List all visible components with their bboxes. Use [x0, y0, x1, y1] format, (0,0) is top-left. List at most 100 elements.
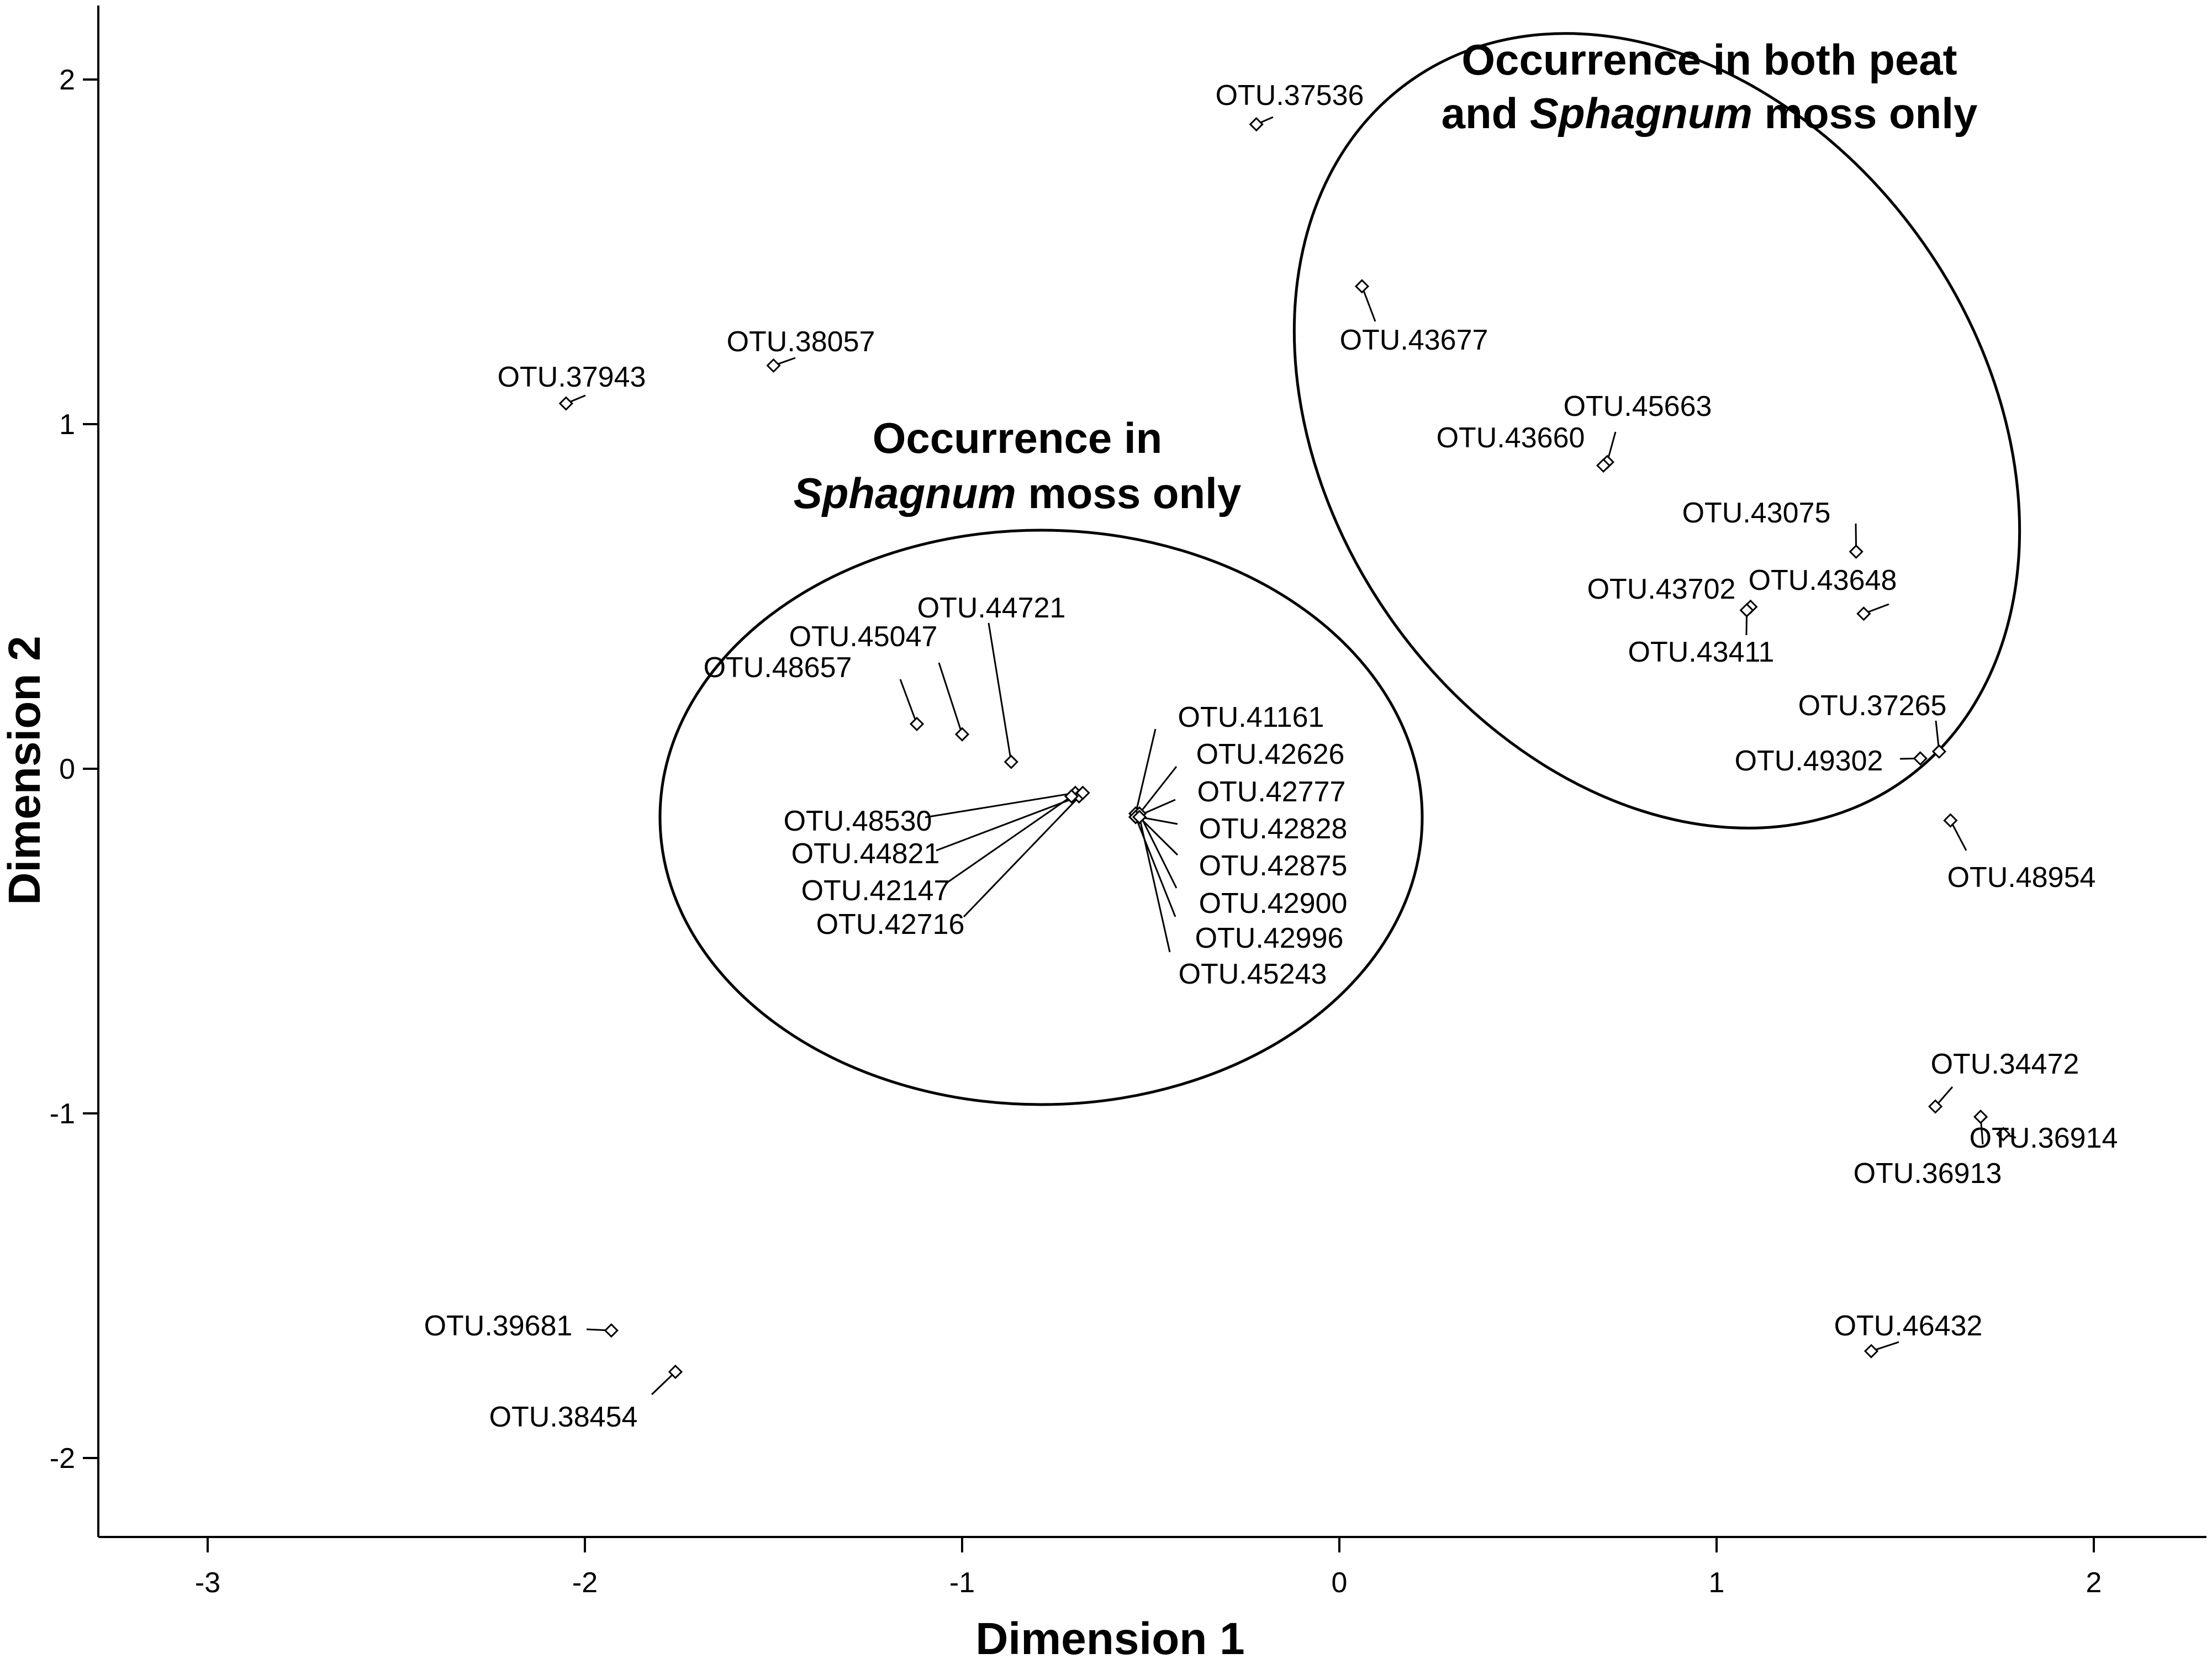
x-tick-label: -3 [195, 1567, 220, 1599]
point-label: OTU.37536 [1216, 80, 1364, 112]
data-point-marker [558, 396, 573, 411]
data-point-marker [1849, 544, 1863, 559]
peat-and-sphagnum-ellipse [1292, 32, 2021, 830]
y-tick-label: 0 [59, 753, 75, 785]
group-ellipses [658, 32, 2021, 1106]
x-tick-label: 0 [1332, 1567, 1348, 1599]
point-label: OTU.43660 [1437, 422, 1585, 454]
annotation-span: Occurrence in [873, 414, 1163, 462]
point-label: OTU.49302 [1735, 745, 1883, 777]
point-label: OTU.45663 [1564, 390, 1712, 422]
point-label: OTU.48530 [784, 805, 932, 837]
axes-layer: -3 -2 -1 0 1 2 -2 -1 0 1 2 [50, 6, 2206, 1599]
point-label: OTU.48657 [704, 652, 852, 684]
sphagnum-only-annotation-line: Sphagnum moss only [794, 469, 1241, 517]
leader-line [963, 792, 1084, 918]
point-label: OTU.42996 [1195, 922, 1344, 954]
point-label: OTU.46432 [1834, 1310, 1983, 1342]
data-point-marker [1973, 1110, 1988, 1124]
data-point-marker [1596, 458, 1611, 473]
x-tick-label: 2 [2086, 1567, 2102, 1599]
y-tick-label: -2 [50, 1443, 75, 1475]
point-label: OTU.36914 [1970, 1122, 2118, 1154]
leader-lines [566, 116, 2016, 1396]
x-tick-label: 1 [1709, 1567, 1725, 1599]
leader-line [1361, 286, 1376, 322]
data-point-marker [1249, 117, 1264, 132]
sphagnum-only-ellipse [658, 529, 1424, 1106]
point-label: OTU.42147 [801, 875, 950, 907]
point-label: OTU.37943 [498, 361, 646, 393]
x-tick-label: -1 [949, 1567, 975, 1599]
data-point-marker [604, 1323, 619, 1338]
leader-line [1139, 816, 1178, 825]
point-label: OTU.42875 [1199, 850, 1348, 882]
leader-line [925, 792, 1076, 818]
point-label: OTU.38454 [489, 1401, 638, 1433]
data-point-marker [1856, 606, 1871, 621]
leader-line [651, 1371, 676, 1396]
point-label: OTU.48954 [1947, 862, 2096, 894]
data-point-marker [1928, 1099, 1943, 1114]
annotation-span: Sphagnum [1530, 89, 1752, 138]
annotation-span: Occurrence in both peat [1461, 35, 1957, 84]
leader-line [1138, 817, 1171, 953]
leader-line [1950, 820, 1967, 851]
y-axis-title: Dimension 2 [0, 636, 50, 905]
data-point-marker [1913, 751, 1928, 766]
data-point-marker [1739, 603, 1754, 618]
annotation-span: and [1442, 89, 1530, 138]
data-point-marker [909, 716, 925, 732]
point-label: OTU.42626 [1196, 738, 1345, 770]
leader-line [1134, 816, 1176, 917]
point-label: OTU.38057 [727, 326, 875, 358]
y-tick-label: -1 [50, 1098, 75, 1130]
data-point-marker [1132, 810, 1147, 825]
annotation-span: Sphagnum [794, 469, 1016, 517]
point-label: OTU.43677 [1340, 324, 1488, 356]
leader-line [1134, 728, 1157, 814]
leader-line [1138, 813, 1178, 889]
point-label: OTU.45243 [1179, 958, 1327, 990]
annotation-span: moss only [1752, 89, 1977, 138]
point-label: OTU.43648 [1749, 564, 1897, 596]
point-label: OTU.43411 [1628, 636, 1775, 668]
point-label: OTU.41161 [1178, 701, 1324, 733]
annotation-span: moss only [1016, 469, 1241, 517]
data-point-marker [1943, 813, 1958, 828]
point-label: OTU.42716 [816, 908, 965, 941]
leader-line [899, 679, 918, 725]
data-point-marker [1354, 279, 1370, 294]
data-point-marker [1004, 754, 1018, 769]
y-tick-label: 2 [59, 64, 75, 96]
leader-line [1138, 766, 1178, 815]
point-label: OTU.45047 [789, 621, 938, 653]
point-label: OTU.43075 [1682, 497, 1831, 529]
point-label: OTU.39681 [424, 1310, 573, 1342]
point-label: OTU.43702 [1587, 573, 1736, 605]
point-label: OTU.42828 [1199, 813, 1348, 845]
x-axis-title: Dimension 1 [975, 1614, 1245, 1661]
leader-line [988, 622, 1012, 762]
data-point-marker [1863, 1344, 1879, 1359]
sphagnum-only-annotation-line: Occurrence in [873, 414, 1163, 462]
x-tick-label: -2 [572, 1567, 598, 1599]
y-tick-label: 1 [59, 409, 75, 441]
point-label: OTU.34472 [1931, 1048, 2079, 1080]
data-point-marker [668, 1364, 683, 1380]
leader-line [938, 662, 963, 735]
point-label: OTU.44721 [917, 592, 1066, 624]
point-label: OTU.37265 [1798, 690, 1947, 722]
point-label: OTU.36913 [1854, 1158, 2002, 1190]
data-point-marker [1931, 744, 1947, 759]
leader-line [945, 795, 1072, 885]
point-label: OTU.42900 [1199, 888, 1348, 920]
point-markers [558, 117, 2011, 1380]
leader-line [936, 795, 1080, 852]
data-point-marker [954, 727, 970, 742]
peat-and-sphagnum-annotation-line: and Sphagnum moss only [1442, 89, 1978, 138]
peat-and-sphagnum-annotation-line: Occurrence in both peat [1461, 35, 1957, 84]
